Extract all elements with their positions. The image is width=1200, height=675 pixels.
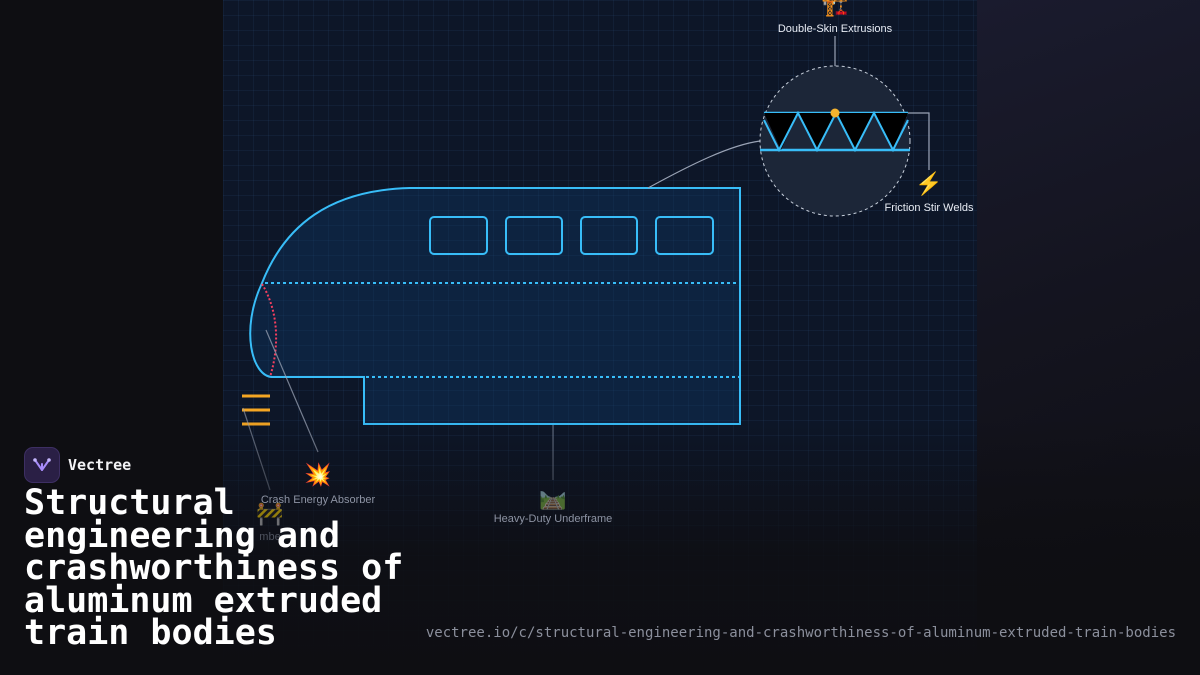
- label-double-skin-extrusions: Double-Skin Extrusions: [777, 23, 893, 35]
- weld-point: [830, 108, 840, 118]
- construction-crane-icon: 🏗️: [821, 0, 849, 17]
- train-body-outline: [249, 187, 741, 425]
- brand-name: Vectree: [68, 456, 132, 474]
- vectree-logo-icon: [24, 447, 60, 483]
- connector-partial: [242, 407, 271, 491]
- label-crash-energy-absorber: Crash Energy Absorber: [260, 494, 376, 506]
- collision-icon: 💥: [304, 462, 332, 487]
- lightning-icon: ⚡: [915, 171, 943, 196]
- label-friction-stir-welds: Friction Stir Welds: [884, 202, 974, 214]
- page-title: Structural engineering and crashworthine…: [24, 483, 404, 653]
- connector-to-detail: [647, 140, 761, 189]
- railway-track-icon: 🛤️: [539, 485, 567, 510]
- page-url[interactable]: vectree.io/c/structural-engineering-and-…: [425, 625, 1176, 641]
- brand: Vectree: [24, 447, 131, 483]
- construction-barrier-icon: 🚧: [256, 501, 284, 526]
- label-partial: mbe: [259, 531, 281, 543]
- label-heavy-duty-underframe: Heavy-Duty Underframe: [493, 513, 613, 525]
